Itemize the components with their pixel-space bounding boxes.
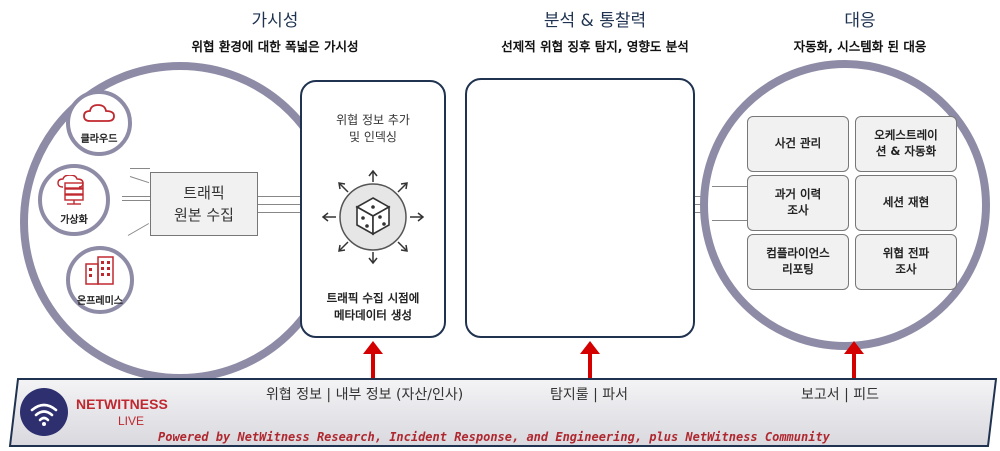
response-subtitle: 자동화, 시스템화 된 대응	[793, 39, 927, 54]
source-virtual: 가상화	[38, 164, 110, 236]
feed-reports: 보고서 | 피드	[801, 387, 880, 403]
source-label: 클라우드	[80, 133, 118, 145]
server-cloud-icon	[57, 173, 91, 209]
netwitness-live-banner	[8, 378, 998, 448]
enrichment-top-line2: 및 인덱싱	[349, 130, 397, 145]
source-label: 가상화	[60, 214, 88, 226]
response-item-line1: 사건 관리	[774, 136, 822, 151]
wifi-icon	[20, 388, 68, 436]
enrichment-top-text: 위협 정보 추가 및 인덱싱	[300, 112, 446, 147]
connector-line	[122, 200, 150, 201]
visibility-title: 가시성	[251, 11, 299, 31]
connector-line	[258, 212, 320, 213]
collect-line2: 원본 수집	[174, 206, 234, 224]
response-item-threat-spread: 위협 전파 조사	[855, 234, 957, 290]
connector-line	[712, 220, 748, 221]
response-item-line1: 세션 재현	[882, 195, 930, 210]
response-item-line2: 션 & 자동화	[875, 144, 937, 158]
cloud-icon	[82, 102, 116, 128]
cube-expand-icon	[320, 168, 426, 270]
response-title: 대응	[844, 11, 876, 31]
source-cloud: 클라우드	[66, 90, 132, 156]
source-onprem: 온프레미스	[66, 246, 134, 314]
visibility-heading: 가시성 위협 환경에 대한 폭넓은 가시성	[140, 6, 410, 55]
response-item-line1: 위협 전파	[882, 246, 930, 261]
connector-line	[258, 196, 320, 197]
traffic-collect-box: 트래픽 원본 수집	[150, 172, 258, 236]
enrichment-bottom-line2: 메타데이터 생성	[333, 307, 413, 322]
response-item-line2: 리포팅	[782, 262, 814, 276]
response-item-compliance: 컴플라이언스 리포팅	[747, 234, 849, 290]
response-item-line2: 조사	[787, 203, 809, 217]
response-item-line2: 조사	[895, 262, 917, 276]
response-item-orchestration: 오케스트레이 션 & 자동화	[855, 116, 957, 172]
building-icon	[83, 254, 117, 290]
brand-name: NETWITNESS	[76, 396, 168, 412]
response-item-line1: 컴플라이언스	[766, 246, 830, 261]
response-item-line1: 과거 이력	[774, 187, 822, 202]
connector-line	[122, 196, 150, 197]
up-arrow-icon	[363, 341, 383, 380]
response-item-session-replay: 세션 재현	[855, 175, 957, 231]
analysis-title: 분석 & 통찰력	[543, 11, 647, 31]
analysis-heading: 분석 & 통찰력 선제적 위협 징후 탐지, 영향도 분석	[450, 6, 740, 55]
enrichment-bottom-text: 트래픽 수집 시점에 메타데이터 생성	[300, 290, 446, 323]
visibility-subtitle: 위협 환경에 대한 폭넓은 가시성	[191, 39, 359, 54]
analysis-box	[465, 78, 695, 338]
connector-line	[712, 186, 748, 187]
enrichment-bottom-line1: 트래픽 수집 시점에	[326, 291, 420, 305]
up-arrow-icon	[580, 341, 600, 380]
connector-line	[130, 168, 150, 169]
response-item-line1: 오케스트레이	[874, 128, 938, 143]
feed-rules-parsers: 탐지룰 | 파서	[550, 387, 629, 403]
brand-live: LIVE	[118, 414, 145, 428]
enrichment-top-line1: 위협 정보 추가	[336, 113, 410, 127]
response-heading: 대응 자동화, 시스템화 된 대응	[760, 6, 960, 55]
powered-by-text: Powered by NetWitness Research, Incident…	[158, 430, 830, 444]
up-arrow-icon	[844, 341, 864, 380]
response-item-incident: 사건 관리	[747, 116, 849, 172]
collect-line1: 트래픽	[183, 183, 225, 202]
connector-line	[258, 204, 320, 205]
analysis-subtitle: 선제적 위협 징후 탐지, 영향도 분석	[501, 39, 689, 54]
feed-threat-intel: 위협 정보 | 내부 정보 (자산/인사)	[266, 387, 464, 403]
source-label: 온프레미스	[77, 295, 123, 307]
response-item-history: 과거 이력 조사	[747, 175, 849, 231]
